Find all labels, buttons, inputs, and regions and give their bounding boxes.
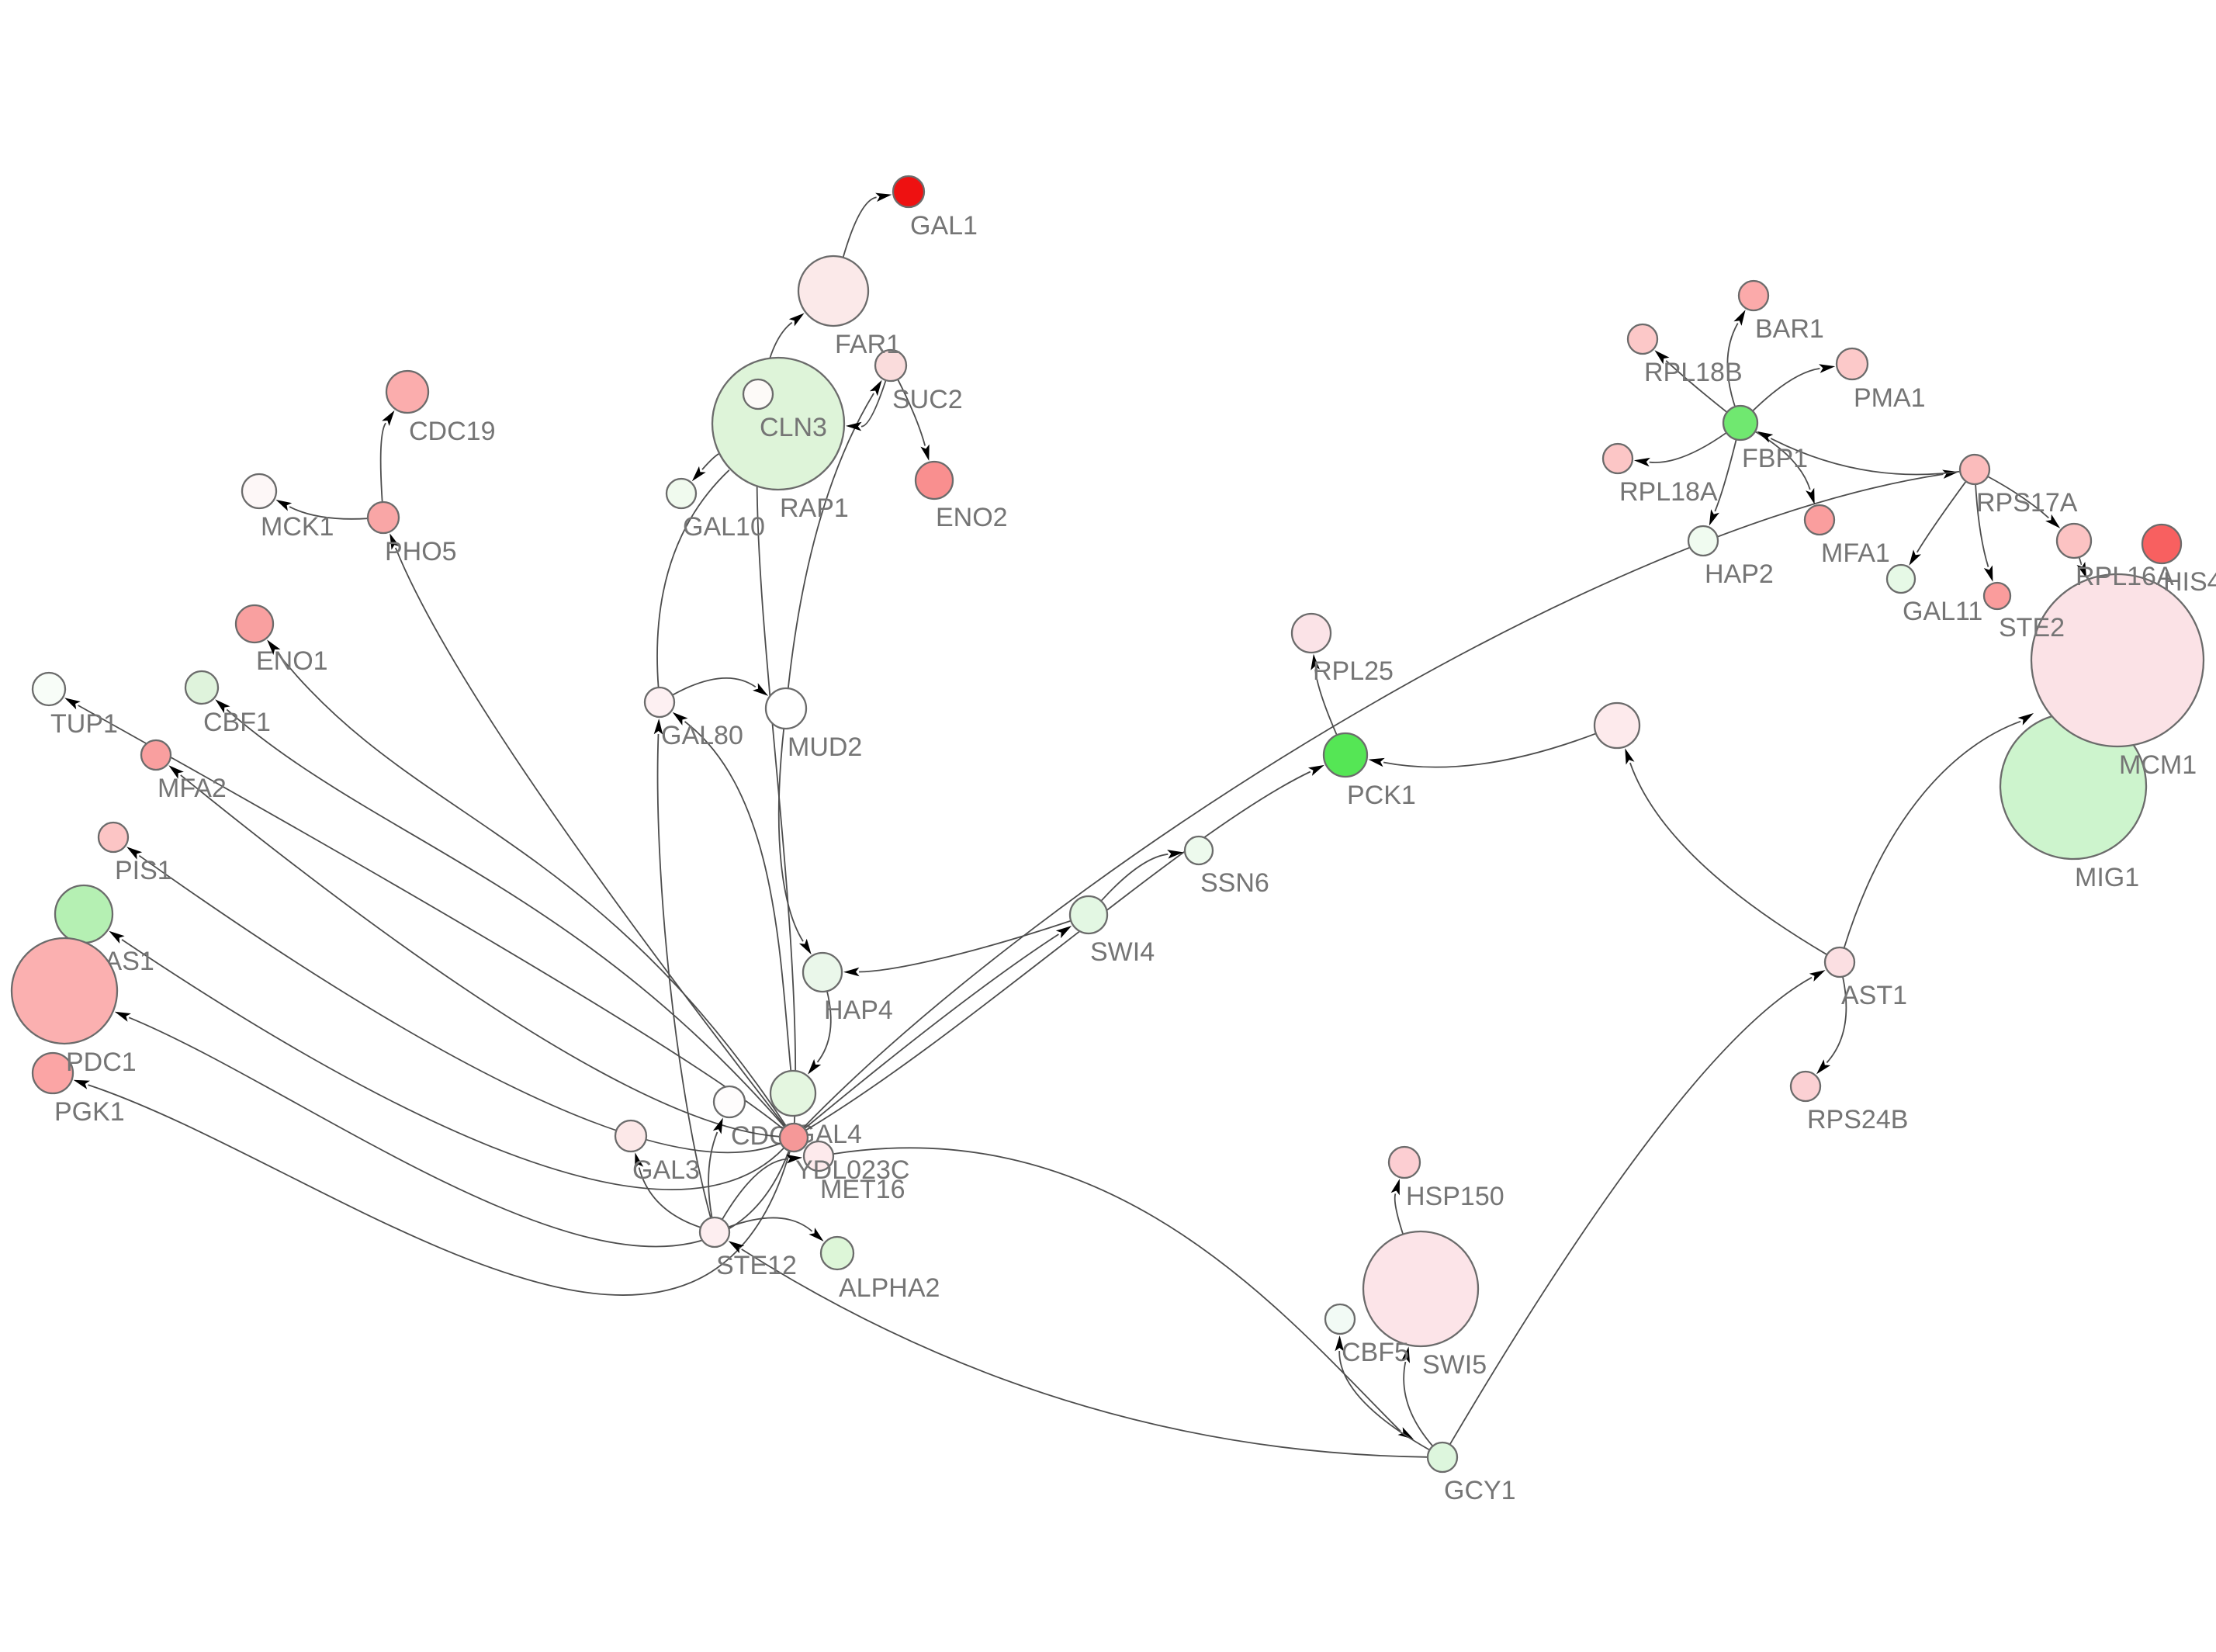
svg-text:HSP150: HSP150 [1406, 1182, 1504, 1211]
svg-text:RPS24B: RPS24B [1807, 1105, 1908, 1134]
svg-text:AST1: AST1 [1841, 981, 1907, 1010]
svg-text:SSN6: SSN6 [1200, 868, 1269, 898]
svg-text:HAP4: HAP4 [824, 996, 893, 1025]
svg-text:ENO1: ENO1 [256, 646, 328, 676]
svg-text:GCY1: GCY1 [1444, 1476, 1516, 1505]
svg-text:RPL16A: RPL16A [2076, 562, 2174, 591]
svg-text:MET16: MET16 [820, 1175, 905, 1204]
svg-text:STE12: STE12 [716, 1251, 797, 1280]
svg-text:RAP1: RAP1 [780, 494, 849, 523]
svg-text:SWI5: SWI5 [1422, 1350, 1487, 1380]
svg-text:STE2: STE2 [1999, 613, 2065, 642]
svg-text:BAR1: BAR1 [1755, 314, 1824, 344]
svg-text:SUC2: SUC2 [892, 385, 963, 414]
svg-text:RPL18A: RPL18A [1619, 477, 1718, 507]
svg-text:ALPHA2: ALPHA2 [839, 1273, 940, 1303]
svg-text:MFA1: MFA1 [1821, 539, 1890, 568]
svg-text:PGK1: PGK1 [54, 1097, 125, 1127]
svg-text:CBF1: CBF1 [203, 708, 271, 737]
svg-text:FBP1: FBP1 [1742, 444, 1808, 473]
svg-text:MCM1: MCM1 [2119, 750, 2197, 780]
svg-text:MIG1: MIG1 [2075, 863, 2139, 892]
svg-text:HAP2: HAP2 [1705, 559, 1774, 589]
svg-text:CBF5: CBF5 [1342, 1338, 1409, 1367]
svg-text:PCK1: PCK1 [1347, 781, 1416, 810]
svg-text:GAL3: GAL3 [632, 1155, 700, 1185]
svg-text:CDC19: CDC19 [409, 417, 495, 446]
svg-text:GAL1: GAL1 [910, 211, 978, 241]
svg-text:GAL80: GAL80 [661, 721, 743, 750]
svg-text:SWI4: SWI4 [1090, 937, 1155, 967]
svg-text:FAR1: FAR1 [835, 330, 901, 359]
svg-text:CLN3: CLN3 [760, 413, 827, 442]
svg-text:ENO2: ENO2 [936, 503, 1008, 532]
svg-text:PDC1: PDC1 [66, 1048, 137, 1077]
svg-text:HIS4: HIS4 [2163, 567, 2216, 597]
svg-text:MCK1: MCK1 [261, 512, 334, 542]
svg-text:TUP1: TUP1 [50, 709, 118, 739]
svg-text:PHO5: PHO5 [385, 537, 457, 566]
svg-text:PMA1: PMA1 [1854, 383, 1926, 413]
svg-text:RPL25: RPL25 [1313, 656, 1394, 686]
svg-text:YDL023C: YDL023C [795, 1155, 909, 1185]
svg-text:MUD2: MUD2 [788, 732, 862, 762]
svg-text:MFA2: MFA2 [158, 774, 227, 803]
svg-text:GAL11: GAL11 [1903, 597, 1982, 626]
svg-text:RPS17A: RPS17A [1976, 488, 2078, 518]
svg-text:PIS1: PIS1 [115, 856, 172, 885]
svg-text:GAL10: GAL10 [683, 512, 765, 542]
svg-text:RPL18B: RPL18B [1644, 358, 1743, 387]
